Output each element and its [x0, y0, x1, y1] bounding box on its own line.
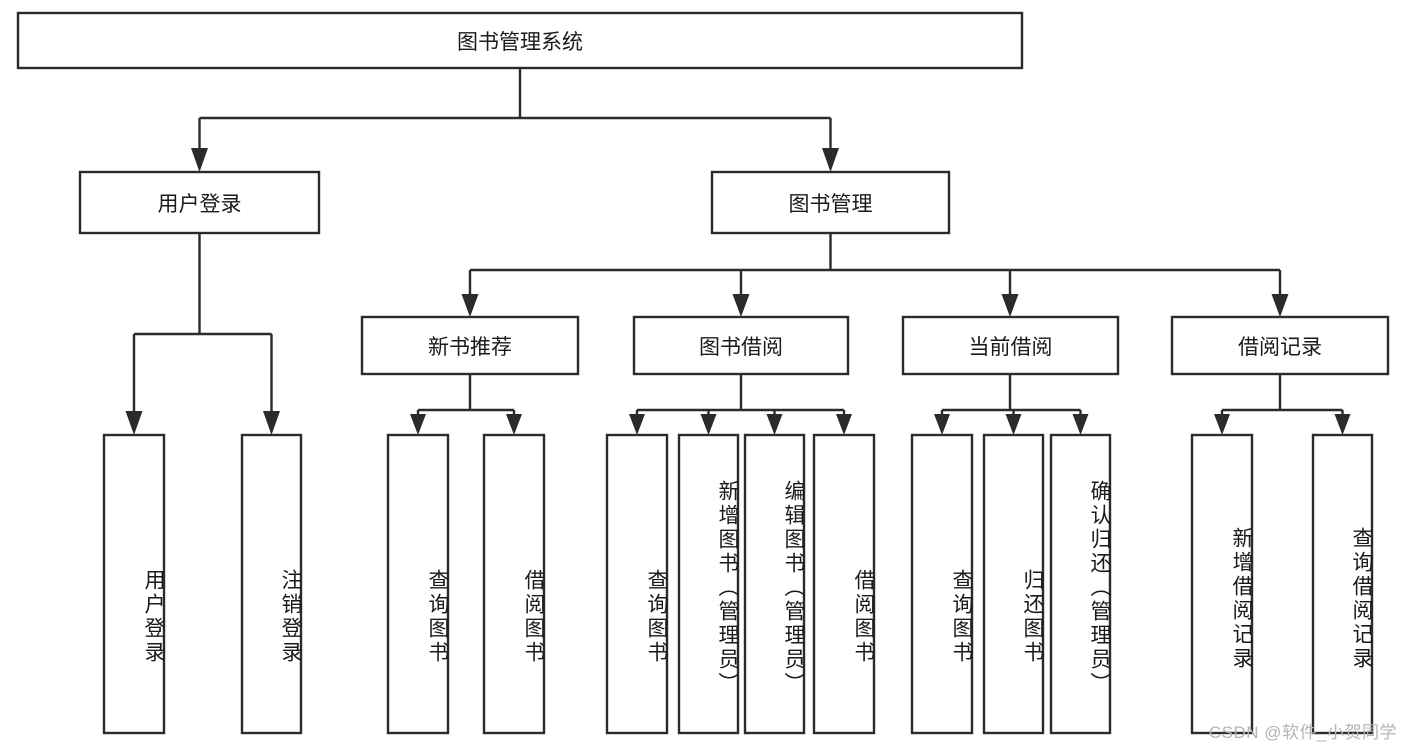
arrow-head-leaf-query-book-borrow — [629, 414, 645, 435]
csdn-watermark: CSDN @软件_小贺同学 — [1208, 723, 1397, 742]
node-leaf-query-book-borrow[interactable] — [605, 433, 669, 735]
node-leaf-user-login[interactable] — [102, 433, 166, 735]
arrow-head-leaf-query-book-recommend — [410, 414, 426, 435]
arrow-head-leaf-add-borrow-record — [1214, 414, 1230, 435]
node-leaf-return-book[interactable] — [982, 433, 1045, 735]
node-leaf-borrow-book[interactable] — [812, 433, 876, 735]
node-leaf-add-book[interactable] — [677, 433, 740, 735]
arrow-head-leaf-borrow-book — [836, 414, 852, 435]
node-borrow-records[interactable] — [1170, 315, 1390, 376]
node-leaf-query-book-recommend[interactable] — [386, 433, 450, 735]
node-book-borrow[interactable] — [632, 315, 850, 376]
node-leaf-confirm-return[interactable] — [1049, 433, 1112, 735]
arrow-head-leaf-edit-book — [766, 414, 783, 435]
arrow-head-leaf-confirm-return — [1072, 414, 1089, 435]
arrow-head-leaf-borrow-book-recommend — [506, 414, 522, 435]
node-leaf-logout[interactable] — [240, 433, 303, 735]
arrow-head-leaf-return-book — [1005, 414, 1022, 435]
arrow-head-new-book-recommend — [461, 294, 479, 317]
connector-layer — [125, 68, 1351, 435]
arrow-head-leaf-user-login — [125, 411, 143, 435]
arrow-head-user-login — [191, 148, 208, 172]
node-layer — [16, 11, 1390, 735]
arrow-head-book-management — [822, 148, 839, 172]
node-leaf-query-borrow-record[interactable] — [1311, 433, 1374, 735]
arrow-head-book-borrow — [732, 294, 750, 317]
arrow-head-leaf-query-book-current — [934, 414, 950, 435]
arrow-head-borrow-records — [1271, 294, 1289, 317]
node-leaf-borrow-book-recommend[interactable] — [482, 433, 546, 735]
node-current-borrow[interactable] — [901, 315, 1120, 376]
node-leaf-add-borrow-record[interactable] — [1190, 433, 1254, 735]
node-book-management[interactable] — [710, 170, 951, 235]
node-user-login[interactable] — [78, 170, 321, 235]
node-leaf-edit-book[interactable] — [743, 433, 806, 735]
node-new-book-recommend[interactable] — [360, 315, 580, 376]
arrow-head-current-borrow — [1001, 294, 1019, 317]
node-leaf-query-book-current[interactable] — [910, 433, 974, 735]
arrow-head-leaf-query-borrow-record — [1334, 414, 1351, 435]
arrow-head-leaf-logout — [263, 411, 280, 435]
arrow-head-leaf-add-book — [700, 414, 717, 435]
node-root[interactable] — [16, 11, 1024, 70]
